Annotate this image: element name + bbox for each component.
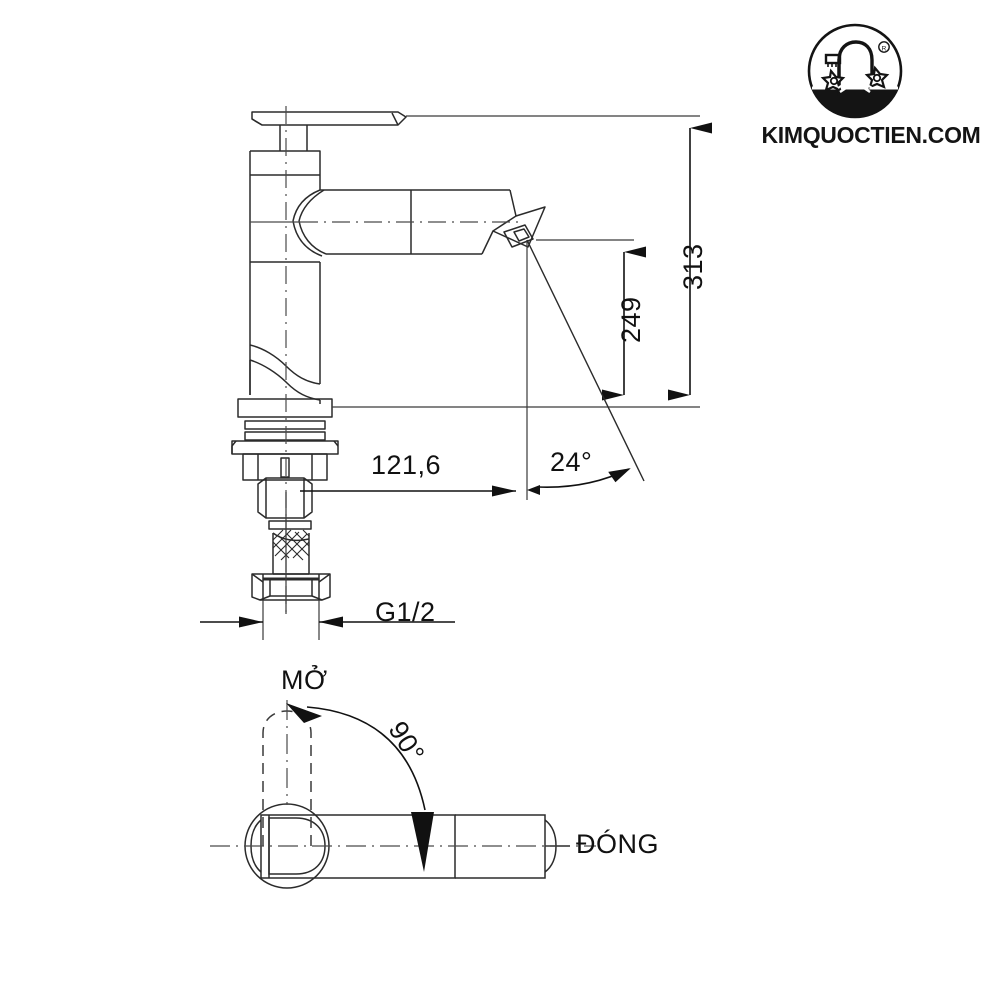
arc-arrow-close xyxy=(411,812,434,872)
dimension-lines xyxy=(200,115,712,640)
arc-arrow-open xyxy=(286,703,322,723)
mounting-assembly xyxy=(231,398,339,519)
angle-arc-24 xyxy=(537,468,631,488)
faucet-shank xyxy=(249,344,321,404)
dimension-label-spout-angle: 24° xyxy=(550,447,593,477)
lever-rotation-diagram xyxy=(210,700,596,889)
rotation-arc-90 xyxy=(306,706,426,811)
lever-handle-side xyxy=(251,111,407,151)
brand-logo-emblem: R xyxy=(807,23,903,119)
lever-label-close: ĐÓNG xyxy=(576,829,659,859)
brand-name-text: KIMQUOCTIEN.COM xyxy=(761,122,981,148)
lever-closed-inner xyxy=(268,817,326,875)
dimension-label-thread-size: G1/2 xyxy=(375,597,436,627)
faucet-body-column xyxy=(249,150,321,395)
inlet-connector xyxy=(251,573,331,601)
hose-braid-texture xyxy=(273,529,309,561)
faucet-elevation-view xyxy=(231,106,546,612)
angle-line-24 xyxy=(526,239,645,482)
lever-label-open: MỞ xyxy=(281,665,328,695)
dimension-label-total-height: 313 xyxy=(678,243,708,290)
faucet-spout xyxy=(292,189,546,257)
svg-text:R: R xyxy=(882,46,887,53)
dimension-label-spout-reach: 121,6 xyxy=(371,450,442,480)
dimension-label-spout-height: 249 xyxy=(616,296,646,343)
